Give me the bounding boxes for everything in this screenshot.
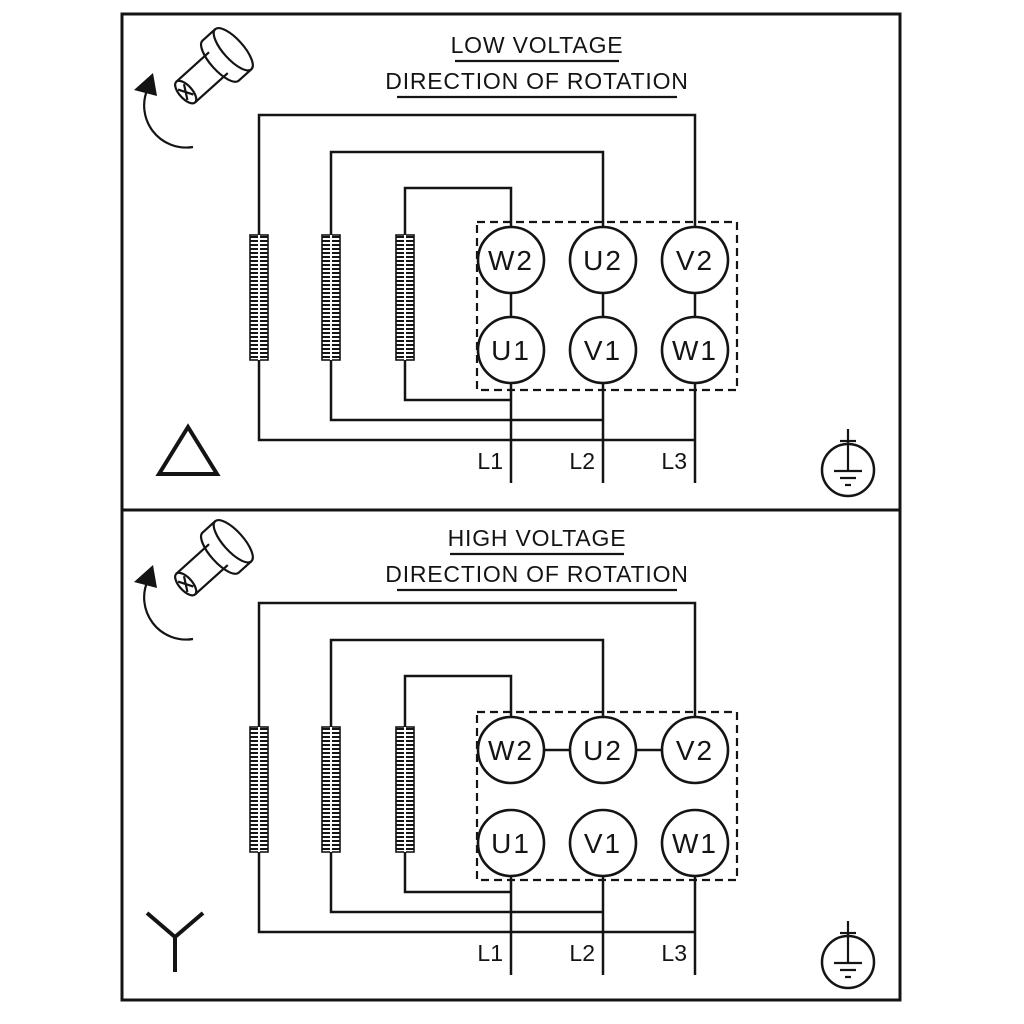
- rotation-arrow-arc: [143, 579, 194, 641]
- terminal-V1: V1: [568, 315, 638, 385]
- terminal-label-W2: W2: [488, 735, 534, 766]
- terminal-box: [475, 220, 739, 392]
- motor-shaft-icon: [174, 26, 254, 105]
- supply-label-L3: L3: [661, 940, 687, 966]
- terminal-label-W2: W2: [488, 245, 534, 276]
- wire-coil2-to-U2: [329, 150, 605, 235]
- terminal-label-U1: U1: [491, 828, 531, 859]
- wire-coil2-to-U2: [329, 638, 605, 727]
- terminal-W1: W1: [660, 315, 730, 385]
- terminal-V2: V2: [660, 225, 730, 295]
- terminal-W2: W2: [476, 715, 546, 785]
- supply-label-L1: L1: [477, 940, 503, 966]
- wire-coil1-to-W1: [257, 360, 695, 442]
- wire-coil3-to-U1: [403, 360, 511, 402]
- star-symbol: [145, 911, 205, 972]
- rotation-arrow-head: [134, 73, 157, 96]
- panel-low-voltage: LOW VOLTAGE DIRECTION OF ROTATION: [120, 12, 902, 512]
- panel-title: LOW VOLTAGE: [451, 32, 624, 58]
- terminal-label-W1: W1: [672, 828, 718, 859]
- terminal-label-V2: V2: [676, 245, 714, 276]
- winding-coil-1: [249, 234, 269, 361]
- winding-coil-1: [249, 726, 269, 853]
- terminal-U2: U2: [568, 225, 638, 295]
- terminal-label-U2: U2: [583, 735, 623, 766]
- rotation-direction-icon: [134, 518, 254, 641]
- supply-label-L2: L2: [569, 448, 595, 474]
- rotation-arrow-head: [134, 565, 157, 588]
- rotation-arrow-arc: [143, 87, 194, 149]
- panel-subtitle: DIRECTION OF ROTATION: [385, 561, 688, 587]
- terminal-box: [475, 710, 739, 882]
- panel-high-voltage: HIGH VOLTAGE DIRECTION OF ROTATION: [120, 508, 902, 1002]
- earth-ground-icon: [820, 921, 876, 990]
- wire-coil2-to-V1: [329, 360, 603, 422]
- terminal-label-W1: W1: [672, 335, 718, 366]
- wire-coil3-to-W2: [403, 674, 513, 727]
- terminal-label-V1: V1: [584, 828, 622, 859]
- supply-label-L3: L3: [661, 448, 687, 474]
- winding-coil-3: [395, 234, 415, 361]
- earth-ground-icon: [820, 429, 876, 498]
- terminal-U1: U1: [476, 808, 546, 878]
- wire-coil1-to-V2: [257, 113, 697, 235]
- rotation-direction-icon: [134, 26, 254, 149]
- terminal-W2: W2: [476, 225, 546, 295]
- wire-coil1-to-W1: [257, 852, 695, 934]
- panel-subtitle: DIRECTION OF ROTATION: [385, 68, 688, 94]
- supply-label-L2: L2: [569, 940, 595, 966]
- delta-symbol: [155, 423, 221, 476]
- panel-border: [120, 508, 902, 1002]
- terminal-label-U2: U2: [583, 245, 623, 276]
- terminal-U2: U2: [568, 715, 638, 785]
- wire-coil3-to-W2: [403, 186, 513, 235]
- winding-coil-2: [321, 726, 341, 853]
- winding-coil-2: [321, 234, 341, 361]
- terminal-W1: W1: [660, 808, 730, 878]
- terminal-label-U1: U1: [491, 335, 531, 366]
- wire-coil1-to-V2: [257, 601, 697, 727]
- terminal-label-V1: V1: [584, 335, 622, 366]
- wire-coil2-to-V1: [329, 852, 603, 914]
- supply-label-L1: L1: [477, 448, 503, 474]
- terminal-V1: V1: [568, 808, 638, 878]
- motor-shaft-icon: [174, 518, 254, 597]
- terminal-label-V2: V2: [676, 735, 714, 766]
- panel-title: HIGH VOLTAGE: [448, 525, 627, 551]
- winding-coil-3: [395, 726, 415, 853]
- terminal-U1: U1: [476, 315, 546, 385]
- terminal-V2: V2: [660, 715, 730, 785]
- wire-coil3-to-U1: [403, 852, 511, 894]
